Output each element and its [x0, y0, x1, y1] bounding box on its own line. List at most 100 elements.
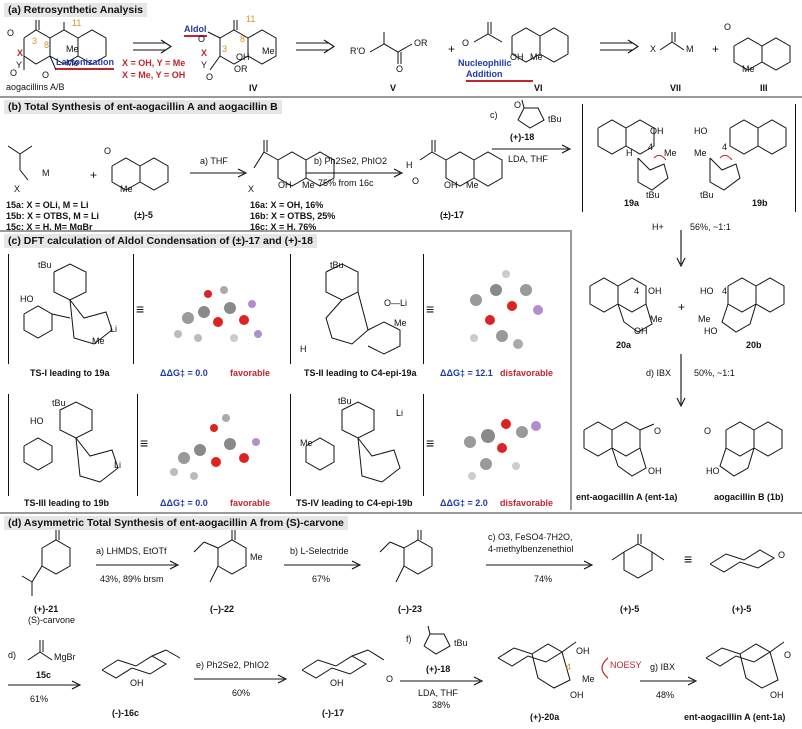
d-step-e-label: e) Ph2Se2, PhIO2	[196, 660, 270, 670]
ts1-li: Li	[110, 324, 118, 334]
label-Me-16: Me	[302, 180, 315, 190]
ketone-5-chair-d	[709, 549, 775, 573]
ts4-ddg: ΔΔG‡ = 2.0	[440, 498, 488, 508]
ts4-verdict: disfavorable	[500, 498, 554, 508]
ts4-li: Li	[396, 408, 404, 418]
ts3-structure	[23, 401, 119, 483]
label-OH-19a: OH	[650, 126, 664, 136]
label-X-15: X	[14, 184, 21, 194]
label-Me-22: Me	[250, 552, 263, 562]
label-OH-iv: OH	[236, 52, 250, 62]
label-C4-19b: 4	[722, 142, 728, 152]
ts4-bracket	[290, 394, 424, 496]
label-OH-16c: OH	[130, 678, 144, 688]
ts3-3d-model	[170, 414, 260, 480]
ketone-5-structure	[111, 157, 169, 191]
separator-ab	[0, 96, 802, 98]
d-step-b-yield: 67%	[312, 574, 331, 584]
label-Me-a2: Me	[66, 44, 79, 54]
label-HO-20b-2: HO	[704, 326, 718, 336]
cmpd-20b-label: 20b	[746, 340, 762, 350]
atom-number-3: 3	[32, 36, 38, 46]
separator-cd	[0, 512, 802, 514]
d-step-d-yield: 61%	[30, 694, 49, 704]
label-H-17: H	[406, 160, 413, 170]
step-b-yield: 75% from 16c	[318, 178, 374, 188]
panel-d-header: (d) Asymmetric Total Synthesis of ent-ao…	[4, 516, 348, 530]
addition-label: Addition	[466, 69, 533, 82]
cmpd-5-label: (±)-5	[134, 210, 153, 220]
label-Me-20ad: Me	[582, 674, 595, 684]
panel-b-total-synthesis: (b) Total Synthesis of ent-aogacillin A …	[0, 98, 802, 232]
arrow-step-b	[306, 168, 404, 178]
ts4-3d-model	[464, 419, 541, 480]
label-OH-20a: OH	[648, 286, 662, 296]
ts2-label: TS-II leading to C4-epi-19a	[304, 368, 417, 379]
label-O-vi: O	[462, 38, 470, 48]
label-H-19a: H	[626, 148, 633, 158]
yield-16a-text: 16a: X = OH, 16%	[250, 200, 324, 210]
arrow-d-step-f	[400, 676, 484, 686]
ts2-ddg: ΔΔG‡ = 12.1	[440, 368, 493, 378]
d-step-c-label-1: c) O3, FeSO4·7H2O,	[488, 532, 573, 542]
label-Me-19a: Me	[664, 148, 677, 158]
alkoxide-19a-structure	[597, 119, 669, 191]
ent-aogacillin-label-b: ent-aogacillin A (ent-1a)	[576, 492, 678, 502]
ts1-structure	[23, 263, 113, 345]
label-X-a1: X	[17, 48, 24, 58]
ts3-tbu: tBu	[52, 398, 66, 408]
label-V: V	[390, 83, 397, 93]
xy-definition-1: X = OH, Y = Me	[122, 58, 186, 68]
tbu-label-19a: tBu	[646, 190, 660, 200]
ts4-structure	[305, 401, 401, 483]
tbu-label-18: tBu	[548, 114, 562, 124]
ts2-structure	[325, 263, 401, 355]
label-Me-a1: Me	[66, 58, 79, 68]
noesy-label: NOESY	[610, 660, 642, 670]
cmpd-23-label: (–)-23	[398, 604, 423, 614]
label-Me-19b: Me	[694, 148, 707, 158]
yield-16c-text: 16c: X = H, 76%	[250, 222, 317, 232]
ts3-ho: HO	[30, 416, 44, 426]
yield-16a: 16a: X = OH, 16%	[250, 200, 323, 211]
label-C4-20a: 4	[634, 286, 640, 296]
mgbr-label: MgBr	[54, 652, 76, 662]
arrow-d-step-e	[194, 674, 288, 684]
panel-a-header: (a) Retrosynthetic Analysis	[4, 3, 147, 17]
lactone-20a-structure	[589, 277, 653, 333]
label-O-enta: O	[654, 426, 662, 436]
carvone-label: (S)-carvone	[28, 615, 76, 625]
enal-17-structure	[419, 140, 503, 187]
alcohol-16-structure	[253, 140, 335, 187]
ts1-equiv: ≡	[136, 301, 145, 317]
d-step-e-yield: 60%	[232, 688, 251, 698]
label-HO-20b: HO	[700, 286, 714, 296]
label-M-15: M	[42, 168, 50, 178]
intermediate-IV-structure	[207, 20, 277, 71]
enal-17-structure-d	[301, 649, 385, 679]
ts3-bracket	[8, 394, 138, 496]
label-O-a3: O	[42, 70, 50, 80]
ts1-ddg: ΔΔG‡ = 0.0	[160, 368, 208, 378]
step-b-label: b) Ph2Se2, PhIO2	[314, 156, 388, 166]
ts2-verdict: disfavorable	[500, 368, 554, 378]
arrow-step-c	[492, 144, 572, 154]
step-a-label: a) THF	[200, 156, 228, 166]
step-d-yield: 50%, ~1:1	[694, 368, 735, 378]
ts2-tbu: tBu	[330, 260, 344, 270]
fragment-III-structure	[733, 37, 791, 71]
ts1-tbu: tBu	[38, 260, 52, 270]
label-OH-20ad-2: OH	[570, 690, 584, 700]
label-III: III	[760, 83, 768, 93]
label-Y-iv: Y	[201, 60, 208, 70]
cmpd-17-label: (±)-17	[440, 210, 464, 220]
label-VI: VI	[534, 83, 543, 93]
label-OH-16: OH	[278, 180, 292, 190]
lactone-20b-structure	[721, 277, 785, 333]
ts1-ho: HO	[20, 294, 34, 304]
label-Me-iv: Me	[262, 46, 275, 56]
bracket-19	[582, 104, 796, 212]
label-RO-v: R'O	[350, 46, 366, 56]
atom-number-8: 8	[44, 40, 50, 50]
ts3-ddg: ΔΔG‡ = 0.0	[160, 498, 208, 508]
